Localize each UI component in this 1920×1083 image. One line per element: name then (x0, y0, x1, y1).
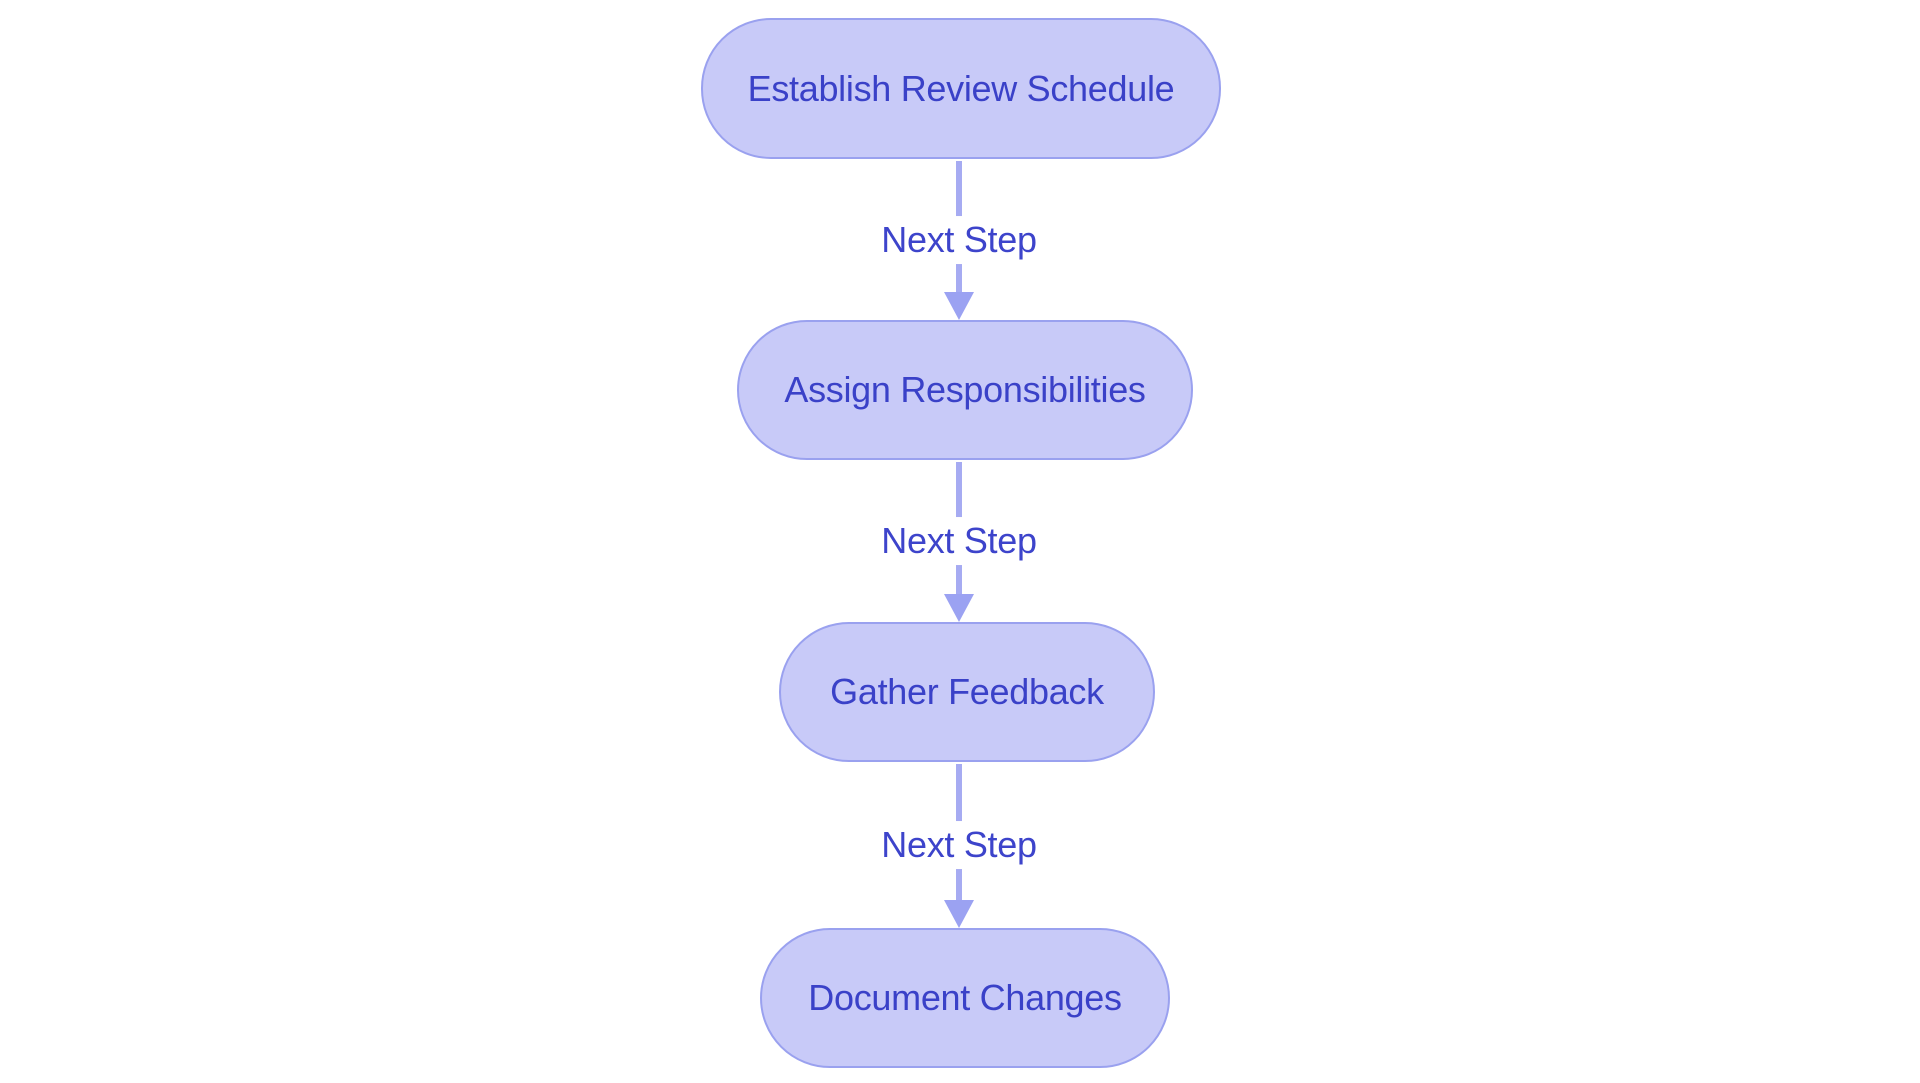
arrowhead-down-icon (944, 292, 974, 320)
arrowhead-down-icon (944, 594, 974, 622)
edge-label: Next Step (873, 517, 1045, 566)
arrowhead-down-icon (944, 900, 974, 928)
node-establish-review-schedule: Establish Review Schedule (701, 18, 1221, 159)
node-label: Establish Review Schedule (747, 67, 1175, 109)
node-document-changes: Document Changes (760, 928, 1170, 1068)
node-label: Assign Responsibilities (784, 369, 1146, 410)
node-gather-feedback: Gather Feedback (779, 622, 1155, 762)
node-label: Gather Feedback (830, 671, 1104, 712)
edge-label: Next Step (873, 821, 1045, 870)
edge-label: Next Step (873, 215, 1045, 264)
node-label: Document Changes (808, 977, 1122, 1018)
node-assign-responsibilities: Assign Responsibilities (737, 320, 1193, 460)
